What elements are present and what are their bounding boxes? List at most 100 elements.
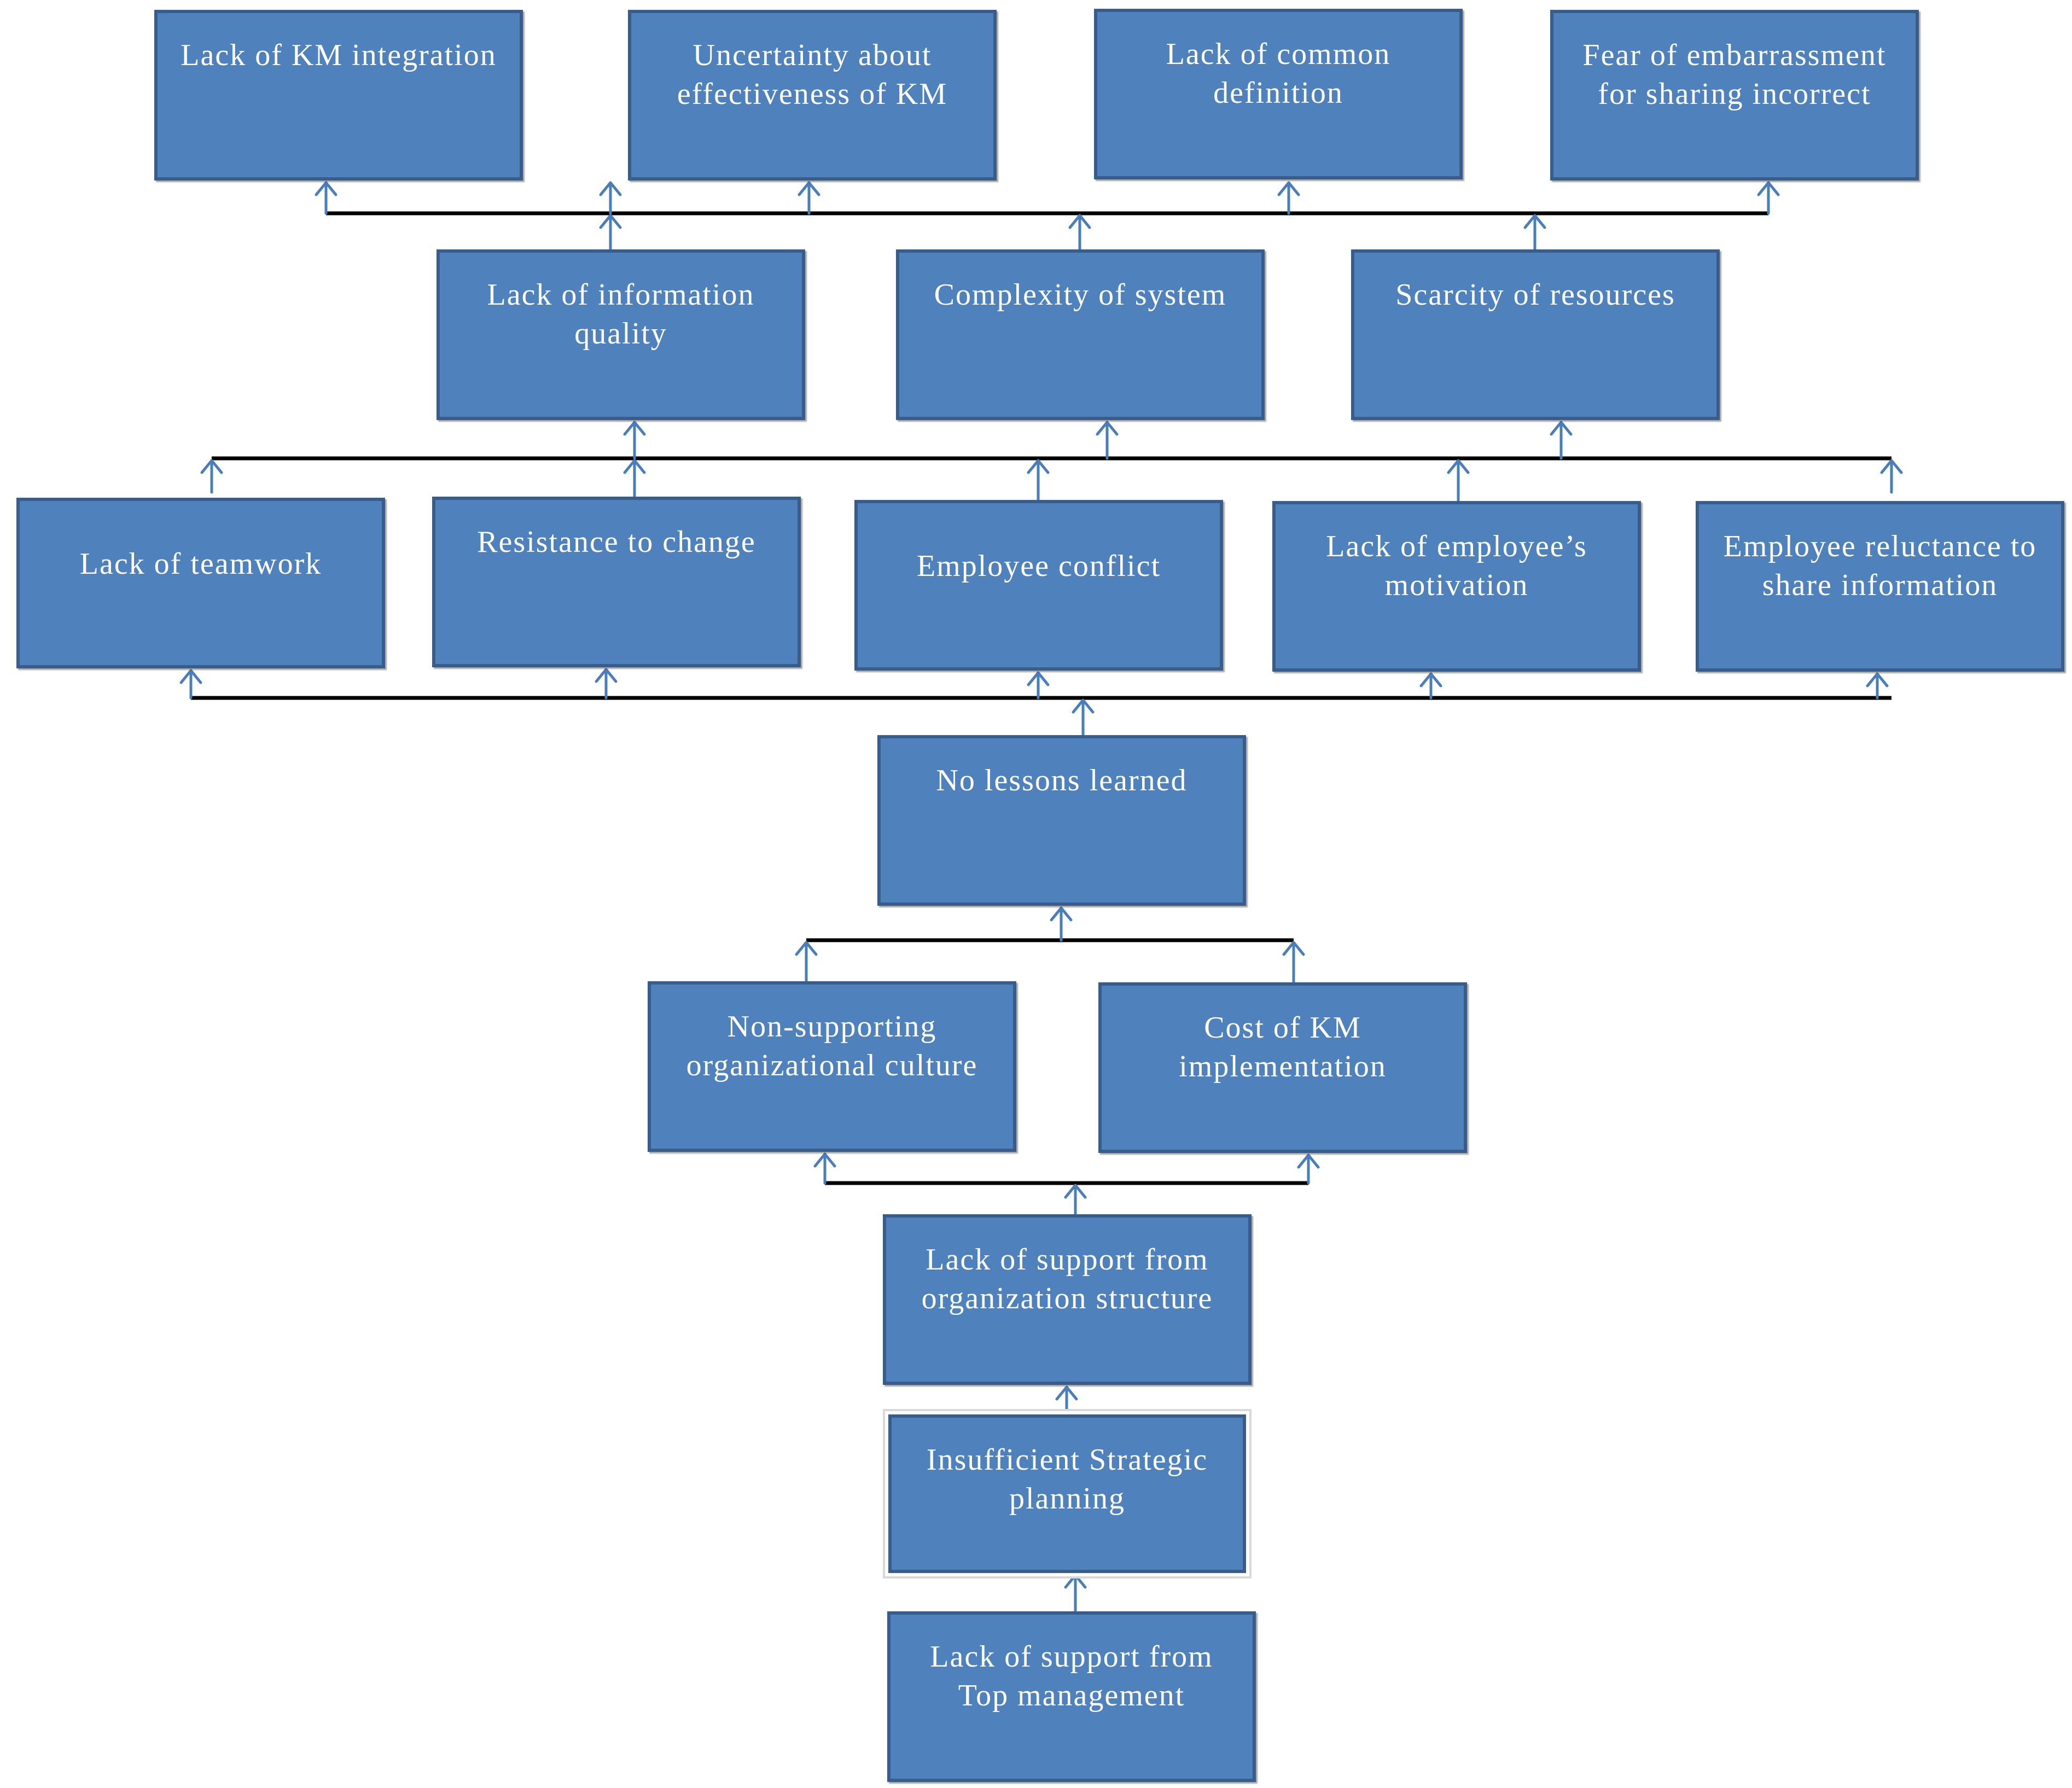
node-label: Lack of employee’s motivation — [1326, 529, 1587, 602]
node-lack-support-top: Lack of support from Top management — [887, 1611, 1256, 1782]
node-label: Non-supporting organizational culture — [686, 1010, 978, 1082]
arrow-up-icon — [1880, 459, 1903, 494]
arrow-head — [1027, 459, 1050, 474]
arrow-up-icon — [1447, 459, 1470, 503]
bus-lines — [191, 211, 1891, 1185]
arrow-up-icon — [200, 459, 223, 494]
arrow-group — [179, 181, 1903, 1613]
arrow-up-icon — [1277, 181, 1300, 215]
arrow-head — [1055, 1385, 1078, 1401]
arrow-head — [1096, 421, 1119, 436]
arrow-up-icon — [1282, 941, 1305, 984]
arrow-up-icon — [1055, 1385, 1078, 1416]
node-scarcity-resources: Scarcity of resources — [1351, 249, 1720, 420]
arrow-up-icon — [1866, 672, 1889, 700]
node-lack-motivation: Lack of employee’s motivation — [1272, 501, 1641, 672]
arrow-up-icon — [1027, 459, 1050, 502]
arrow-head — [623, 459, 646, 474]
arrow-up-icon — [315, 181, 337, 215]
node-complexity-system: Complexity of system — [896, 249, 1265, 420]
node-uncertainty-effectiveness: Uncertainty about effectiveness of KM — [628, 10, 997, 180]
node-label: Lack of support from organization struct… — [921, 1243, 1213, 1315]
node-label: Lack of common definition — [1166, 37, 1391, 110]
arrow-head — [1757, 181, 1780, 196]
arrow-head — [1050, 906, 1073, 922]
node-label: Employee reluctance to share information — [1723, 529, 2037, 602]
arrow-head — [599, 214, 622, 229]
arrow-head — [1419, 672, 1442, 688]
arrow-head — [595, 668, 618, 683]
arrow-head — [1064, 1184, 1087, 1199]
node-lack-km-integration: Lack of KM integration — [154, 10, 523, 180]
node-label: Employee conflict — [916, 549, 1161, 583]
node-label: Lack of teamwork — [79, 547, 322, 581]
arrow-head — [315, 181, 337, 196]
arrow-up-icon — [1050, 906, 1073, 942]
node-fear-embarrassment: Fear of embarrassment for sharing incorr… — [1550, 10, 1919, 180]
node-label: Insufficient Strategic planning — [926, 1443, 1208, 1516]
node-label: Uncertainty about effectiveness of KM — [677, 38, 948, 111]
arrow-head — [200, 459, 223, 474]
arrow-up-icon — [623, 459, 646, 498]
node-label: Lack of support from Top management — [930, 1640, 1213, 1713]
arrow-head — [1068, 214, 1091, 229]
arrow-head — [1447, 459, 1470, 474]
arrow-head — [798, 181, 820, 196]
node-label: Cost of KM implementation — [1179, 1011, 1387, 1084]
arrow-head — [1880, 459, 1903, 474]
arrow-head — [1523, 214, 1546, 229]
node-lack-support-structure: Lack of support from organization struct… — [883, 1214, 1252, 1385]
arrow-up-icon — [599, 181, 622, 215]
arrow-head — [795, 941, 818, 956]
arrow-head — [623, 421, 646, 436]
arrow-up-icon — [595, 668, 618, 700]
node-label: Fear of embarrassment for sharing incorr… — [1582, 38, 1887, 111]
arrow-head — [179, 669, 202, 684]
arrow-up-icon — [623, 421, 646, 460]
node-lack-teamwork: Lack of teamwork — [16, 498, 385, 668]
arrow-up-icon — [1064, 1184, 1087, 1216]
arrow-up-icon — [1550, 421, 1573, 460]
arrow-up-icon — [1297, 1154, 1320, 1185]
node-non-supporting-culture: Non-supporting organizational culture — [648, 981, 1016, 1152]
node-lack-common-definition: Lack of common definition — [1094, 9, 1463, 179]
arrow-head — [1064, 1574, 1087, 1589]
node-employee-conflict: Employee conflict — [854, 500, 1223, 671]
arrow-up-icon — [1072, 698, 1095, 737]
arrow-head — [813, 1152, 836, 1168]
node-label: Lack of KM integration — [181, 38, 497, 72]
node-cost-km-implementation: Cost of KM implementation — [1098, 982, 1467, 1153]
node-label: Complexity of system — [934, 278, 1227, 312]
arrow-head — [599, 181, 622, 196]
node-resistance-change: Resistance to change — [432, 497, 801, 667]
node-insufficient-planning: Insufficient Strategic planning — [885, 1411, 1249, 1576]
node-no-lessons-learned: No lessons learned — [877, 735, 1246, 906]
node-lack-information-quality: Lack of information quality — [436, 249, 805, 420]
arrow-head — [1277, 181, 1300, 196]
arrow-up-icon — [795, 941, 818, 983]
arrow-head — [1027, 671, 1050, 686]
arrow-up-icon — [1064, 1574, 1087, 1613]
arrow-up-icon — [798, 181, 820, 215]
node-label: Lack of information quality — [487, 278, 755, 351]
arrow-up-icon — [1419, 672, 1442, 700]
arrow-up-icon — [1096, 421, 1119, 460]
node-label: No lessons learned — [936, 764, 1188, 797]
arrow-up-icon — [813, 1152, 836, 1185]
arrow-up-icon — [179, 669, 202, 700]
arrow-head — [1282, 941, 1305, 956]
arrow-head — [1072, 698, 1095, 714]
arrow-up-icon — [1757, 181, 1780, 215]
arrow-up-icon — [599, 214, 622, 251]
arrow-head — [1297, 1154, 1320, 1169]
arrow-up-icon — [1523, 214, 1546, 251]
arrow-head — [1866, 672, 1889, 688]
node-label: Scarcity of resources — [1395, 278, 1675, 312]
arrow-up-icon — [1027, 671, 1050, 700]
node-label: Resistance to change — [477, 525, 756, 559]
arrow-up-icon — [1068, 214, 1091, 251]
arrow-head — [1550, 421, 1573, 436]
node-employee-reluctance: Employee reluctance to share information — [1696, 501, 2064, 672]
